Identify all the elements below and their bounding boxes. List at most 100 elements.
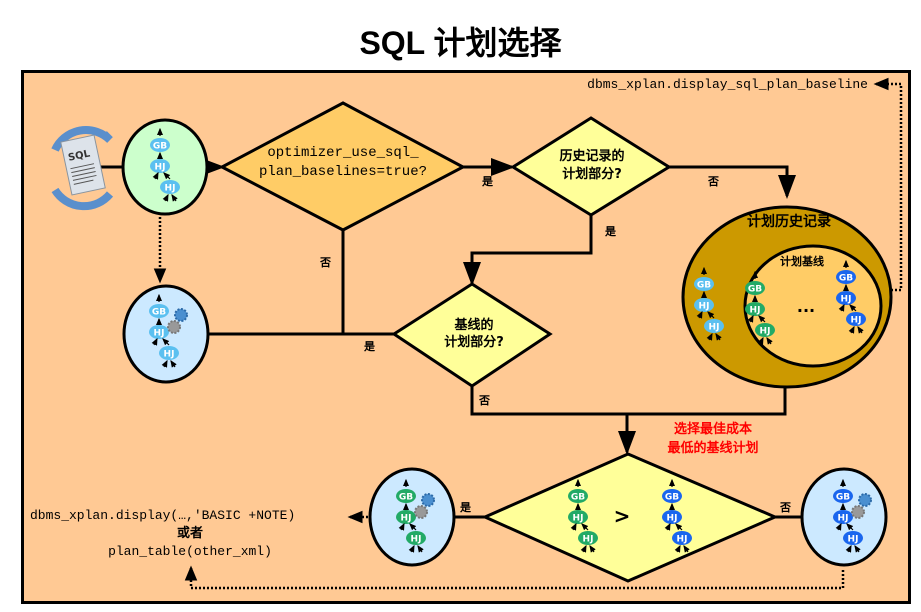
decision3-line2: 计划部分?	[444, 334, 504, 350]
gb-node	[836, 270, 856, 284]
hj-node-label: HJ	[709, 323, 720, 333]
label-no-3: 否	[478, 394, 490, 407]
label-yes-1: 是	[481, 175, 494, 188]
hj-node-label: HJ	[401, 514, 412, 524]
dotted-connectors	[153, 77, 903, 590]
dotted-history-to-display	[873, 77, 903, 292]
hj-node	[694, 298, 714, 312]
hj-node-label: HJ	[841, 295, 852, 305]
hj-node-label: HJ	[155, 163, 166, 173]
decision-use-baselines	[218, 101, 467, 232]
decision2-line2: 计划部分?	[562, 166, 622, 182]
page-title: SQL 计划选择	[359, 25, 562, 61]
decision-in-baseline	[391, 282, 553, 388]
compare-operator: >	[614, 504, 631, 528]
hj-node-label: HJ	[411, 535, 422, 545]
plan-baseline-label: 计划基线	[780, 254, 824, 268]
gear-icon	[858, 493, 872, 507]
display-call-line3: plan_table(other_xml)	[108, 544, 272, 559]
hj-node	[149, 325, 169, 339]
display-call-line1: dbms_xplan.display(…,'BASIC +NOTE)	[30, 508, 295, 523]
gear-icon	[414, 505, 428, 519]
label-yes-4: 是	[459, 501, 472, 514]
gb-node-label: GB	[836, 493, 850, 503]
hj-node-label: HJ	[667, 514, 678, 524]
gb-node	[745, 281, 765, 295]
hj-node	[150, 159, 170, 173]
gb-node	[396, 489, 416, 503]
label-no-1: 否	[319, 256, 331, 269]
decision-in-history	[510, 116, 672, 217]
plan-tree-yes: GB HJ HJ	[396, 478, 435, 553]
hj-node	[833, 510, 853, 524]
label-yes-3: 是	[363, 340, 376, 353]
sql-statement-icon: SQL	[51, 126, 114, 211]
hj-node-label: HJ	[699, 302, 710, 312]
edge-decision2-no	[669, 165, 796, 199]
document-icon	[60, 134, 106, 196]
plan-tree-used: GB HJ HJ	[149, 293, 188, 368]
plan-tree-compare-right: GB HJ HJ	[662, 478, 692, 553]
hj-node-label: HJ	[677, 535, 688, 545]
hj-node-label: HJ	[760, 327, 771, 337]
gear-icon	[174, 308, 188, 322]
connectors	[88, 158, 835, 526]
dotted-no-plan-to-table	[184, 565, 845, 590]
display-baseline-call: dbms_xplan.display_sql_plan_baseline	[587, 77, 868, 92]
refresh-arrows-icon	[51, 126, 114, 211]
gb-node	[662, 489, 682, 503]
hj-node	[704, 319, 724, 333]
label-no-2: 否	[707, 175, 719, 188]
hj-node-label: HJ	[848, 535, 859, 545]
hj-node	[406, 531, 426, 545]
decision1-line1: optimizer_use_sql_	[267, 145, 419, 161]
hj-node	[578, 531, 598, 545]
edge-decision2-yes	[463, 215, 593, 286]
ellipsis-label: ...	[797, 297, 815, 316]
hj-node	[672, 531, 692, 545]
hj-node-label: HJ	[838, 514, 849, 524]
hj-node	[745, 302, 765, 316]
gb-node-label: GB	[153, 142, 167, 152]
plan-tree-compare-left: GB HJ HJ	[568, 478, 598, 553]
plan-tree-no: GB HJ HJ	[833, 478, 872, 553]
hj-node-label: HJ	[573, 514, 584, 524]
gb-node-label: GB	[571, 493, 585, 503]
hj-node	[843, 531, 863, 545]
gb-node-label: GB	[839, 274, 853, 284]
decision-compare-cost	[481, 452, 779, 583]
hj-node-label: HJ	[583, 535, 594, 545]
label-no-4: 否	[779, 501, 791, 514]
plan-tree-history: GB HJ HJ	[694, 266, 724, 341]
hj-node	[836, 291, 856, 305]
gb-node-label: GB	[697, 281, 711, 291]
decision3-line1: 基线的	[453, 317, 493, 333]
hj-node	[846, 312, 866, 326]
hj-node-label: HJ	[164, 350, 175, 360]
gb-node-label: GB	[152, 308, 166, 318]
decision2-line1: 历史记录的	[559, 148, 624, 164]
gb-node	[150, 138, 170, 152]
gb-node	[149, 304, 169, 318]
label-yes-2: 是	[604, 225, 617, 238]
hj-node-label: HJ	[750, 306, 761, 316]
hj-node	[755, 323, 775, 337]
hj-node	[662, 510, 682, 524]
hj-node	[568, 510, 588, 524]
gear-icon	[851, 505, 865, 519]
plan-history-label: 计划历史记录	[747, 213, 831, 230]
sql-label: SQL	[67, 148, 91, 163]
decision1-line2: plan_baselines=true?	[259, 164, 427, 180]
hj-node	[160, 180, 180, 194]
gb-node-label: GB	[399, 493, 413, 503]
display-call-or: 或者	[177, 525, 203, 541]
hj-node-label: HJ	[154, 329, 165, 339]
hj-node-label: HJ	[851, 316, 862, 326]
edge-decision3-no	[470, 385, 787, 416]
plan-tree-baseline-2: GB HJ HJ	[836, 259, 866, 334]
hj-node	[159, 346, 179, 360]
gb-node-label: GB	[665, 493, 679, 503]
